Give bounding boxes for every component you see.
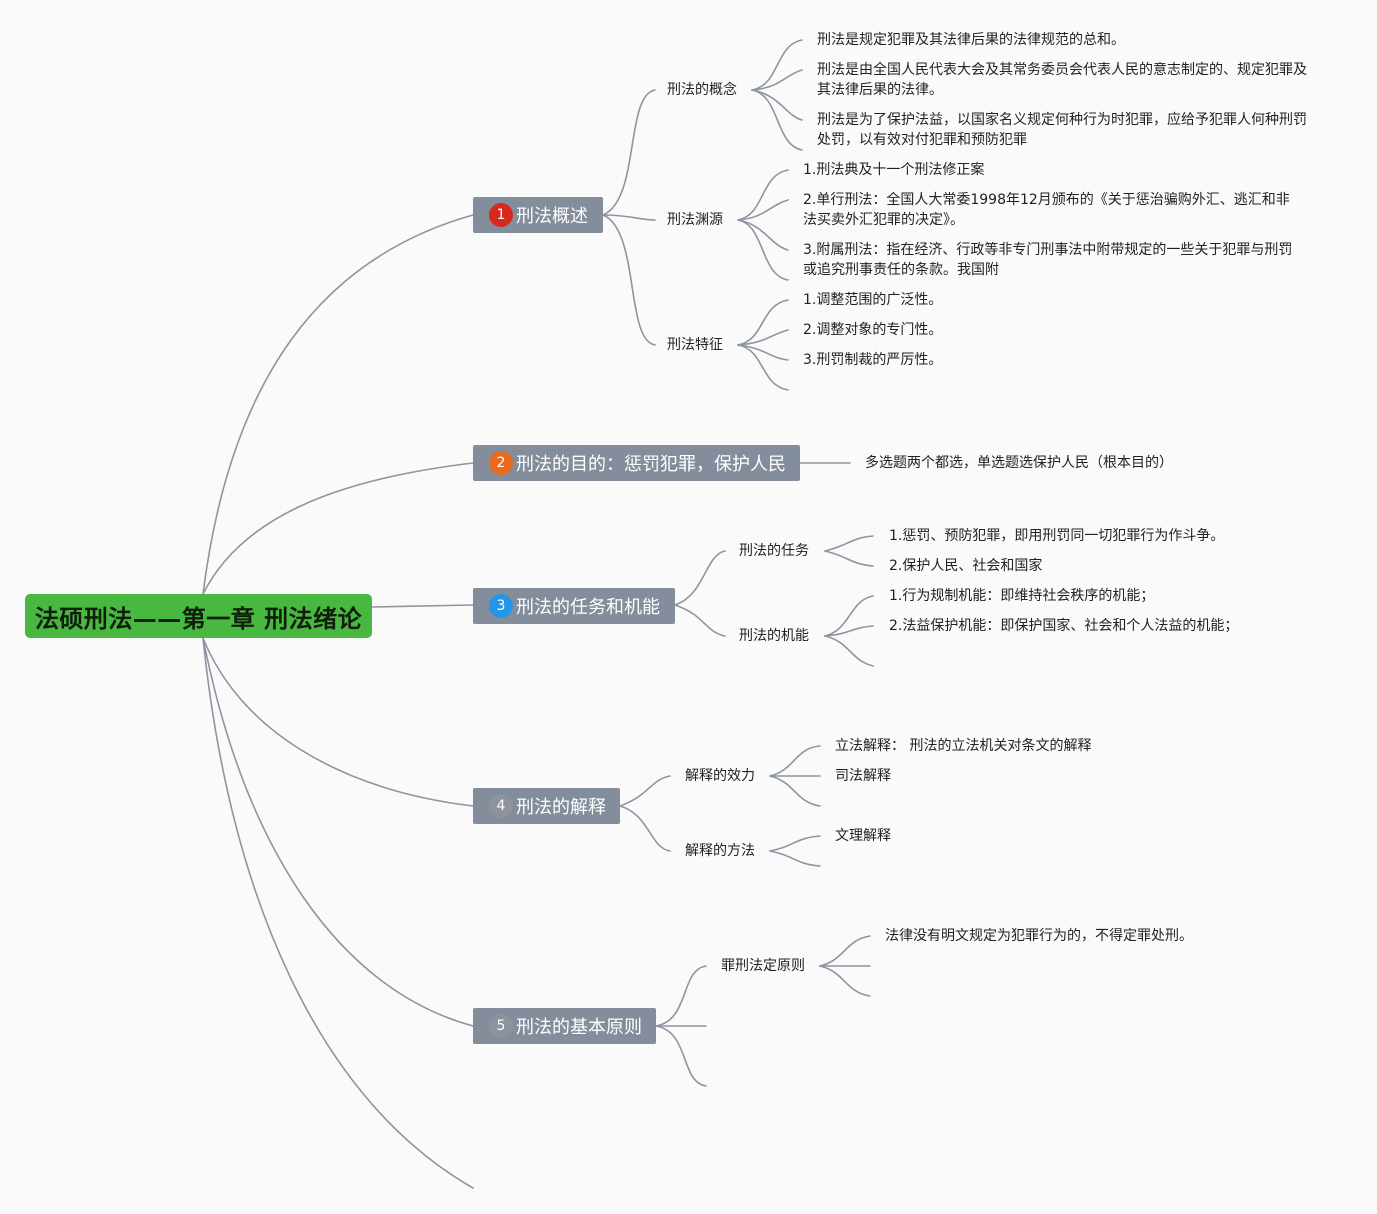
- link-root-topic2: [202, 462, 474, 595]
- link-features-leaf: [737, 299, 789, 346]
- leaf-text: 刑法是由全国人民代表大会及其常务委员会代表人民的意志制定的、规定犯罪及其法律后果…: [817, 62, 1307, 98]
- link-effect-leaf: [769, 775, 821, 807]
- link-topic3-functions: [674, 604, 726, 637]
- link-topic5-legality: [655, 965, 707, 1027]
- topic-label: 刑法的目的：惩罚犯罪，保护人民: [516, 454, 786, 475]
- link-legality-leaf: [819, 965, 871, 997]
- leaf-text: 立法解释： 刑法的立法机关对条文的解释: [835, 738, 1092, 754]
- topic-purpose[interactable]: 2 刑法的目的：惩罚犯罪，保护人民: [473, 445, 800, 481]
- link-topic4-effect: [619, 775, 671, 807]
- leaf-text: 3.刑罚制裁的严厉性。: [803, 352, 943, 368]
- link-sources-leaf: [737, 169, 789, 221]
- topic-overview[interactable]: 1 刑法概述: [473, 197, 603, 233]
- topic-label: 刑法的基本原则: [516, 1017, 642, 1038]
- link-method-leaf: [769, 850, 821, 867]
- number-badge-icon: 4: [489, 794, 513, 818]
- leaf-text: 法律没有明文规定为犯罪行为的，不得定罪处刑。: [885, 928, 1193, 944]
- leaf-text: 1.惩罚、预防犯罪，即用刑罚同一切犯罪行为作斗争。: [889, 528, 1225, 544]
- leaf-text: 3.附属刑法：指在经济、行政等非专门刑事法中附带规定的一些关于犯罪与刑罚或追究刑…: [803, 242, 1293, 278]
- link-features-leaf: [737, 329, 789, 346]
- link-sources-leaf: [737, 199, 789, 221]
- link-features-leaf: [737, 344, 789, 361]
- link-concept-leaf: [751, 69, 803, 91]
- leaf-text: 刑法是规定犯罪及其法律后果的法律规范的总和。: [817, 32, 1125, 48]
- link-tasks-leaf: [824, 535, 874, 552]
- link-concept-leaf: [751, 89, 803, 121]
- topic-label: 刑法的解释: [516, 797, 606, 818]
- subtopic-legality[interactable]: 罪刑法定原则: [721, 958, 805, 974]
- leaf-text: 2.调整对象的专门性。: [803, 322, 943, 338]
- purpose-note: 多选题两个都选，单选题选保护人民（根本目的）: [865, 455, 1173, 471]
- link-functions-leaf: [824, 625, 874, 637]
- link-sources-leaf: [737, 219, 789, 281]
- leaf-text: 2.法益保护机能：即保护国家、社会和个人法益的机能；: [889, 618, 1239, 634]
- topic-label: 刑法概述: [516, 206, 588, 227]
- subtopic-effect[interactable]: 解释的效力: [685, 768, 755, 784]
- link-topic1-concept: [602, 89, 656, 216]
- leaf-text: 司法解释: [835, 768, 891, 784]
- link-root-topic6: [202, 637, 474, 1189]
- link-features-leaf: [737, 344, 789, 391]
- link-topic1-features: [602, 214, 656, 346]
- leaf-text: 刑法是为了保护法益，以国家名义规定何种行为时犯罪，应给予犯罪人何种刑罚处罚，以有…: [817, 112, 1307, 148]
- link-tasks-leaf: [824, 550, 874, 567]
- root-title: 法硕刑法——第一章 刑法绪论: [34, 604, 363, 633]
- topic-interpretation[interactable]: 4 刑法的解释: [473, 788, 620, 824]
- root-node[interactable]: 法硕刑法——第一章 刑法绪论: [25, 594, 372, 638]
- number-badge-icon: 2: [489, 451, 513, 475]
- leaf-text: 2.保护人民、社会和国家: [889, 558, 1043, 574]
- leaf-text: 1.行为规制机能：即维持社会秩序的机能；: [889, 588, 1155, 604]
- link-functions-leaf: [824, 635, 874, 667]
- subtopic-concept[interactable]: 刑法的概念: [667, 82, 737, 98]
- link-topic5-blank: [655, 1025, 707, 1087]
- leaf-text: 1.刑法典及十一个刑法修正案: [803, 162, 985, 178]
- subtopic-method[interactable]: 解释的方法: [685, 843, 755, 859]
- link-concept-leaf: [751, 39, 803, 91]
- link-root-topic4: [202, 637, 474, 807]
- link-sources-leaf: [737, 219, 789, 251]
- topic-label: 刑法的任务和机能: [516, 597, 660, 618]
- link-concept-leaf: [751, 89, 803, 151]
- link-functions-leaf: [824, 595, 874, 637]
- link-root-topic1: [202, 214, 474, 595]
- link-topic4-method: [619, 805, 671, 852]
- link-legality-leaf: [819, 935, 871, 967]
- leaf-text: 1.调整范围的广泛性。: [803, 292, 943, 308]
- link-topic3-tasks: [674, 550, 726, 606]
- link-method-leaf: [769, 835, 821, 852]
- subtopic-features[interactable]: 刑法特征: [667, 337, 723, 353]
- link-effect-leaf: [769, 745, 821, 777]
- number-badge-icon: 5: [489, 1014, 513, 1038]
- number-badge-icon: 3: [489, 594, 513, 618]
- subtopic-sources[interactable]: 刑法渊源: [667, 212, 723, 228]
- topic-principles[interactable]: 5 刑法的基本原则: [473, 1008, 656, 1044]
- link-topic1-sources: [602, 214, 656, 221]
- leaf-text: 文理解释: [835, 828, 891, 844]
- number-badge-icon: 1: [489, 203, 513, 227]
- link-root-topic3: [371, 604, 474, 608]
- leaf-text: 2.单行刑法：全国人大常委1998年12月颁布的《关于惩治骗购外汇、逃汇和非法买…: [803, 192, 1290, 228]
- link-root-topic5: [202, 637, 474, 1027]
- subtopic-functions[interactable]: 刑法的机能: [739, 628, 809, 644]
- subtopic-tasks[interactable]: 刑法的任务: [739, 543, 809, 559]
- topic-tasks-functions[interactable]: 3 刑法的任务和机能: [473, 588, 675, 624]
